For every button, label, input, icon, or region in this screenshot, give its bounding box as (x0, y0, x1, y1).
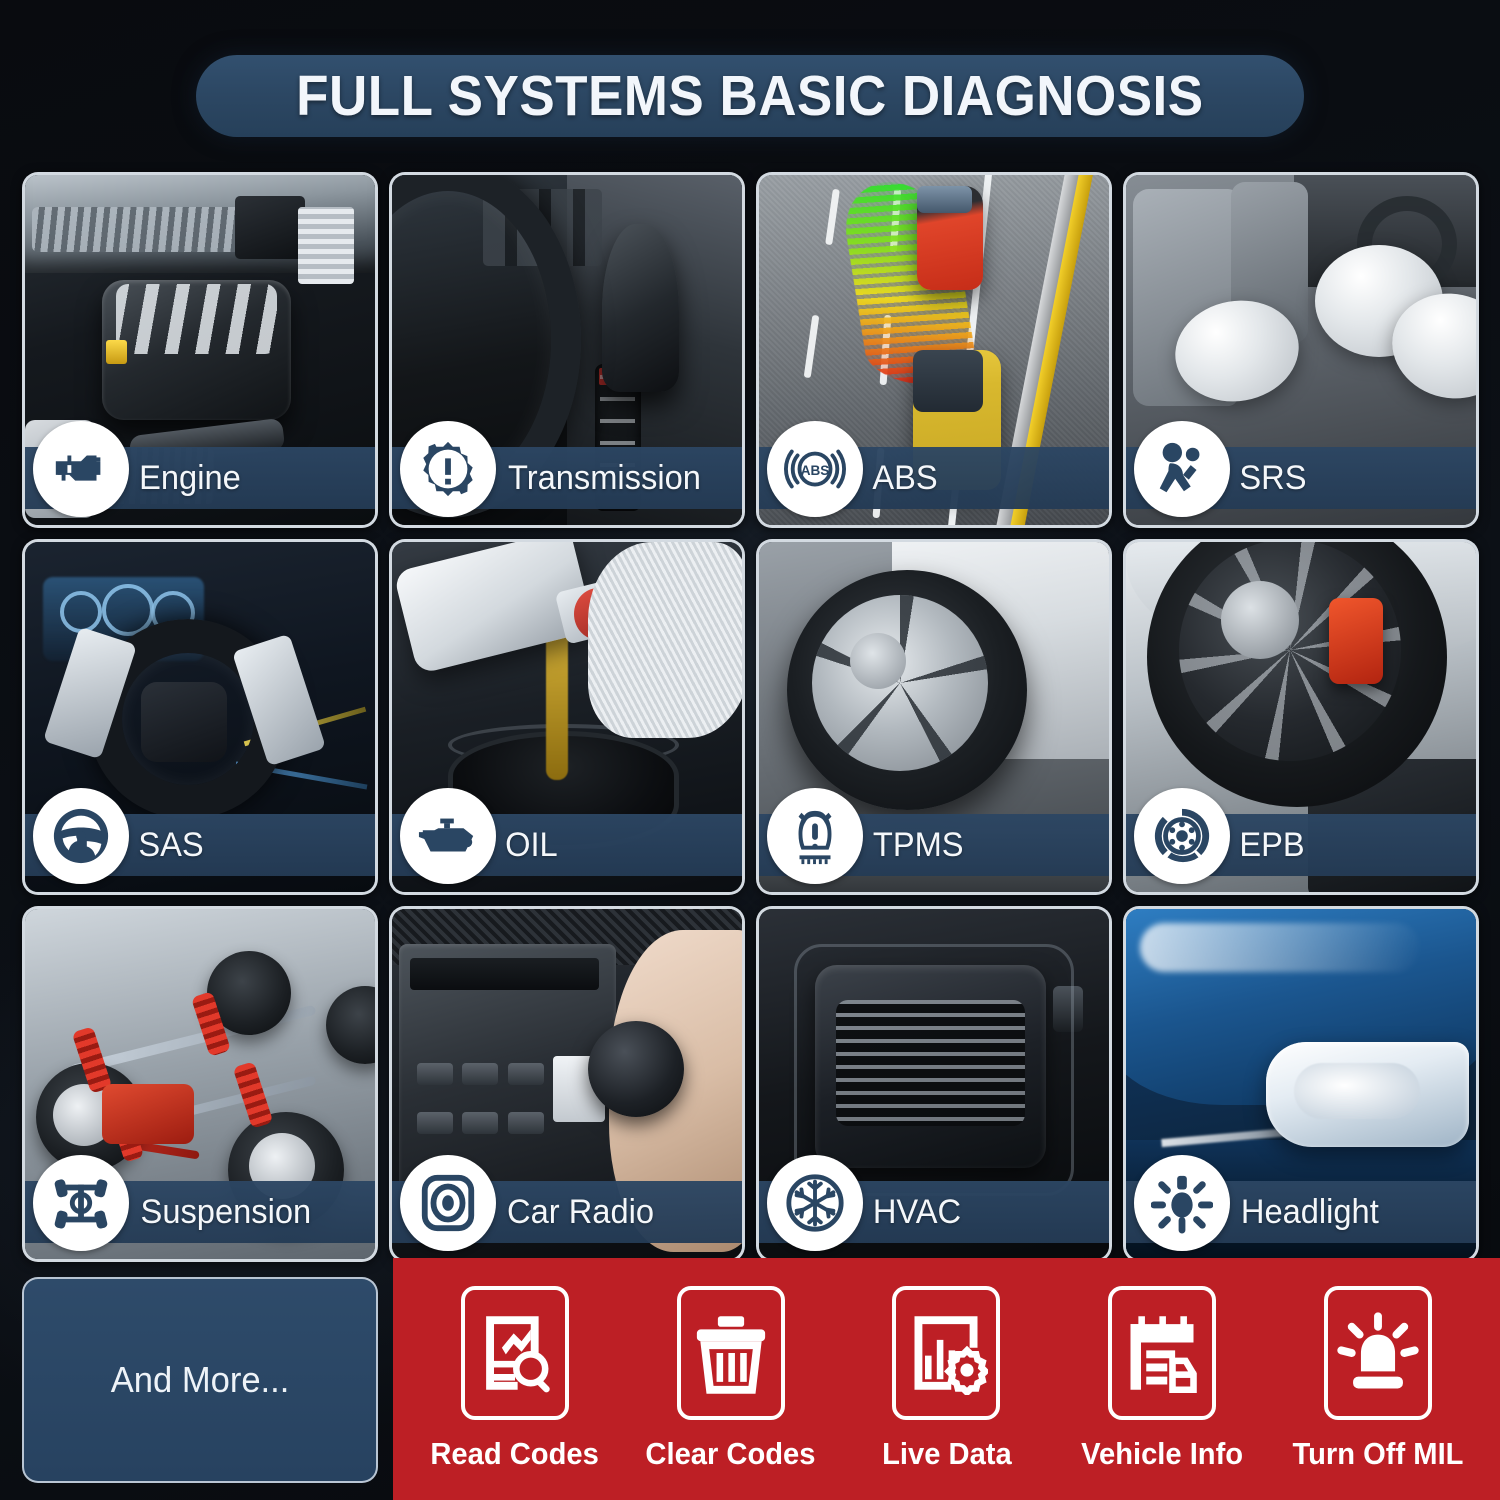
system-label: ABS (872, 458, 938, 497)
radio-knob-icon (400, 1155, 496, 1251)
function-clear-codes[interactable]: Clear Codes (631, 1286, 831, 1472)
gear-warning-icon (400, 421, 496, 517)
system-card-suspension[interactable]: Suspension (22, 906, 378, 1262)
system-card-hvac[interactable]: HVAC (756, 906, 1112, 1262)
function-live-data[interactable]: Live Data (846, 1286, 1046, 1472)
brake-disc-icon (1134, 788, 1230, 884)
system-label: SRS (1239, 458, 1307, 497)
function-read-codes[interactable]: Read Codes (415, 1286, 615, 1472)
snowflake-icon (767, 1155, 863, 1251)
system-label-bar: Suspension (25, 1181, 375, 1243)
system-card-transmission[interactable]: Transmission (389, 172, 745, 528)
system-label: OIL (505, 825, 558, 864)
clipboard-car-icon (1108, 1286, 1217, 1420)
warning-beacon-icon (1324, 1286, 1433, 1420)
system-card-epb[interactable]: EPB (1123, 539, 1479, 895)
system-card-car-radio[interactable]: Car Radio (389, 906, 745, 1262)
chassis-axle-icon (33, 1155, 129, 1251)
and-more-label: And More... (110, 1359, 290, 1400)
system-label: Suspension (140, 1192, 312, 1231)
system-card-headlight[interactable]: Headlight (1123, 906, 1479, 1262)
headlight-sun-icon (1134, 1155, 1230, 1251)
system-card-oil[interactable]: OIL (389, 539, 745, 895)
oil-can-icon (400, 788, 496, 884)
system-card-srs[interactable]: SRS (1123, 172, 1479, 528)
system-label: HVAC (872, 1192, 962, 1231)
system-card-sas[interactable]: SAS (22, 539, 378, 895)
system-label: SAS (138, 825, 204, 864)
bar-chart-gear-icon (892, 1286, 1001, 1420)
document-search-icon (460, 1286, 569, 1420)
check-engine-icon (33, 421, 129, 517)
function-label: Clear Codes (645, 1436, 816, 1471)
tire-pressure-icon (767, 788, 863, 884)
system-card-engine[interactable]: Engine (22, 172, 378, 528)
system-label: Car Radio (507, 1192, 655, 1231)
trash-icon (676, 1286, 785, 1420)
function-label: Vehicle Info (1081, 1436, 1244, 1471)
system-card-tpms[interactable]: TPMS (756, 539, 1112, 895)
function-label: Read Codes (430, 1436, 600, 1471)
and-more-card[interactable]: And More... (22, 1277, 378, 1483)
function-turn-off-mil[interactable]: Turn Off MIL (1278, 1286, 1478, 1472)
systems-grid: Engine Transmission (22, 172, 1479, 1262)
system-label: EPB (1239, 825, 1305, 864)
abs-icon: ABS (767, 421, 863, 517)
system-label: TPMS (872, 825, 964, 864)
steering-wheel-icon (33, 788, 129, 884)
function-label: Turn Off MIL (1292, 1436, 1464, 1471)
airbag-seatbelt-icon (1134, 421, 1230, 517)
system-label: Engine (139, 458, 241, 497)
functions-bar: Read Codes Clear Codes (393, 1258, 1500, 1500)
robot-steering-wheel-photo (25, 542, 375, 892)
system-label: Transmission (508, 458, 701, 497)
system-label: Headlight (1240, 1192, 1379, 1231)
function-label: Live Data (881, 1436, 1012, 1471)
page-title: FULL SYSTEMS BASIC DIAGNOSIS (296, 64, 1204, 128)
page-title-banner: FULL SYSTEMS BASIC DIAGNOSIS (196, 55, 1304, 137)
system-card-abs[interactable]: ABS ABS (756, 172, 1112, 528)
svg-text:ABS: ABS (801, 463, 830, 478)
function-vehicle-info[interactable]: Vehicle Info (1062, 1286, 1262, 1472)
